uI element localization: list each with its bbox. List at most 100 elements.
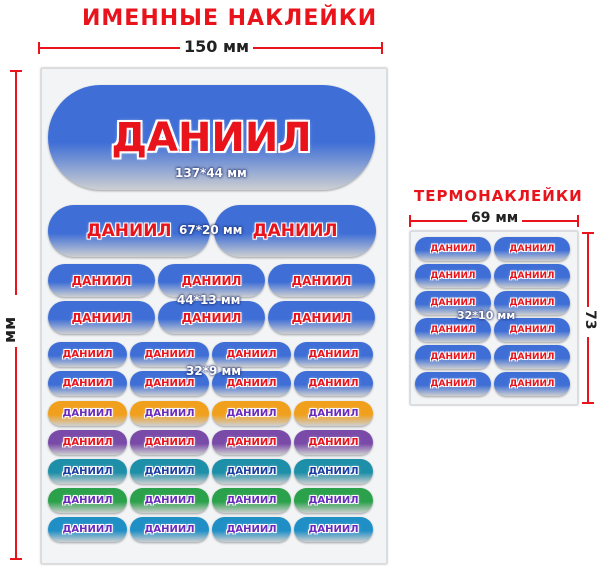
- sticker-name: ДАНИИЛ: [509, 244, 555, 254]
- sticker-name: ДАНИИЛ: [71, 273, 132, 288]
- sticker-name: ДАНИИЛ: [308, 349, 359, 360]
- sticker-name: ДАНИИЛ: [226, 408, 277, 419]
- sticker-32x9: ДАНИИЛ: [212, 371, 291, 396]
- size-label-137x44: 137*44 мм: [175, 166, 247, 180]
- sticker-32x10: ДАНИИЛ: [494, 318, 570, 342]
- sticker-name: ДАНИИЛ: [226, 466, 277, 477]
- sticker-name: ДАНИИЛ: [226, 524, 277, 535]
- sticker-name: ДАНИИЛ: [308, 437, 359, 448]
- sticker-name: ДАНИИЛ: [226, 495, 277, 506]
- sticker-137x44: ДАНИИЛ: [48, 85, 375, 190]
- sticker-44x13: ДАНИИЛ: [48, 301, 155, 334]
- sticker-32x10: ДАНИИЛ: [415, 237, 491, 261]
- sticker-name: ДАНИИЛ: [86, 221, 172, 241]
- sticker-32x9: ДАНИИЛ: [130, 488, 209, 513]
- sticker-name: ДАНИИЛ: [509, 352, 555, 362]
- sticker-name: ДАНИИЛ: [226, 437, 277, 448]
- thermo-title: ТЕРМОНАКЛЕЙКИ: [414, 187, 583, 205]
- sticker-32x9: ДАНИИЛ: [130, 459, 209, 484]
- main-width-label: 150 мм: [180, 37, 254, 56]
- sticker-name: ДАНИИЛ: [226, 349, 277, 360]
- sticker-32x9: ДАНИИЛ: [48, 401, 127, 426]
- sticker-32x9: ДАНИИЛ: [48, 430, 127, 455]
- sticker-name: ДАНИИЛ: [430, 325, 476, 335]
- sticker-name: ДАНИИЛ: [430, 298, 476, 308]
- sticker-name: ДАНИИЛ: [509, 298, 555, 308]
- sticker-name: ДАНИИЛ: [509, 379, 555, 389]
- size-label-32x10: 32*10 мм: [457, 309, 516, 322]
- sticker-32x9: ДАНИИЛ: [48, 371, 127, 396]
- sticker-name: ДАНИИЛ: [62, 378, 113, 389]
- sticker-32x9: ДАНИИЛ: [130, 517, 209, 542]
- sticker-32x10: ДАНИИЛ: [494, 291, 570, 315]
- main-title: ИМЕННЫЕ НАКЛЕЙКИ: [82, 6, 378, 31]
- sticker-32x9: ДАНИИЛ: [294, 488, 373, 513]
- sticker-name: ДАНИИЛ: [291, 310, 352, 325]
- sticker-32x10: ДАНИИЛ: [415, 318, 491, 342]
- sticker-32x10: ДАНИИЛ: [494, 264, 570, 288]
- sticker-name: ДАНИИЛ: [144, 524, 195, 535]
- sticker-name: ДАНИИЛ: [62, 495, 113, 506]
- sticker-name: ДАНИИЛ: [181, 273, 242, 288]
- sticker-32x9: ДАНИИЛ: [294, 342, 373, 367]
- sticker-32x9: ДАНИИЛ: [212, 342, 291, 367]
- sticker-name: ДАНИИЛ: [62, 349, 113, 360]
- sticker-name: ДАНИИЛ: [144, 437, 195, 448]
- thermo-width-dimension: 69 мм: [409, 210, 579, 230]
- sticker-32x10: ДАНИИЛ: [494, 372, 570, 396]
- sticker-name: ДАНИИЛ: [144, 408, 195, 419]
- main-width-dimension: 150 мм: [38, 37, 383, 58]
- sticker-32x9: ДАНИИЛ: [212, 517, 291, 542]
- thermo-height-dimension: 73 мм: [566, 232, 598, 404]
- sticker-name: ДАНИИЛ: [144, 349, 195, 360]
- sticker-44x13: ДАНИИЛ: [158, 264, 265, 297]
- sticker-name: ДАНИИЛ: [144, 495, 195, 506]
- sticker-32x9: ДАНИИЛ: [294, 371, 373, 396]
- size-label-32x9: 32*9 мм: [186, 364, 242, 378]
- sticker-44x13: ДАНИИЛ: [268, 264, 375, 297]
- sticker-32x9: ДАНИИЛ: [212, 459, 291, 484]
- sticker-32x9: ДАНИИЛ: [130, 401, 209, 426]
- sticker-name: ДАНИИЛ: [111, 114, 312, 161]
- sticker-32x10: ДАНИИЛ: [415, 264, 491, 288]
- sticker-32x10: ДАНИИЛ: [415, 291, 491, 315]
- sticker-name: ДАНИИЛ: [226, 378, 277, 389]
- size-label-67x20: 67*20 мм: [179, 223, 243, 237]
- sticker-32x10: ДАНИИЛ: [494, 237, 570, 261]
- sticker-32x9: ДАНИИЛ: [212, 401, 291, 426]
- sticker-44x13: ДАНИИЛ: [158, 301, 265, 334]
- sticker-32x9: ДАНИИЛ: [294, 430, 373, 455]
- sticker-name: ДАНИИЛ: [62, 466, 113, 477]
- sticker-name: ДАНИИЛ: [181, 310, 242, 325]
- sticker-name: ДАНИИЛ: [430, 352, 476, 362]
- sticker-44x13: ДАНИИЛ: [48, 264, 155, 297]
- sticker-67x20: ДАНИИЛ: [214, 205, 376, 257]
- sticker-name: ДАНИИЛ: [308, 524, 359, 535]
- sticker-name: ДАНИИЛ: [430, 379, 476, 389]
- sticker-32x10: ДАНИИЛ: [415, 345, 491, 369]
- main-height-dimension: 210 мм: [0, 70, 26, 560]
- sticker-name: ДАНИИЛ: [509, 325, 555, 335]
- sticker-32x9: ДАНИИЛ: [130, 430, 209, 455]
- sticker-32x9: ДАНИИЛ: [294, 517, 373, 542]
- sticker-44x13: ДАНИИЛ: [268, 301, 375, 334]
- sticker-32x9: ДАНИИЛ: [130, 342, 209, 367]
- sticker-name: ДАНИИЛ: [144, 466, 195, 477]
- sticker-32x9: ДАНИИЛ: [294, 401, 373, 426]
- sticker-name: ДАНИИЛ: [308, 378, 359, 389]
- sticker-32x9: ДАНИИЛ: [48, 459, 127, 484]
- sticker-name: ДАНИИЛ: [71, 310, 132, 325]
- sticker-name: ДАНИИЛ: [509, 271, 555, 281]
- sticker-name: ДАНИИЛ: [144, 378, 195, 389]
- sticker-32x10: ДАНИИЛ: [494, 345, 570, 369]
- sticker-name: ДАНИИЛ: [62, 437, 113, 448]
- sticker-name: ДАНИИЛ: [308, 408, 359, 419]
- thermo-width-label: 69 мм: [467, 210, 523, 226]
- sticker-32x9: ДАНИИЛ: [130, 371, 209, 396]
- sticker-32x9: ДАНИИЛ: [48, 488, 127, 513]
- sticker-name: ДАНИИЛ: [291, 273, 352, 288]
- sticker-32x9: ДАНИИЛ: [212, 488, 291, 513]
- sticker-32x9: ДАНИИЛ: [48, 342, 127, 367]
- size-label-44x13: 44*13 мм: [177, 293, 241, 307]
- sticker-32x9: ДАНИИЛ: [294, 459, 373, 484]
